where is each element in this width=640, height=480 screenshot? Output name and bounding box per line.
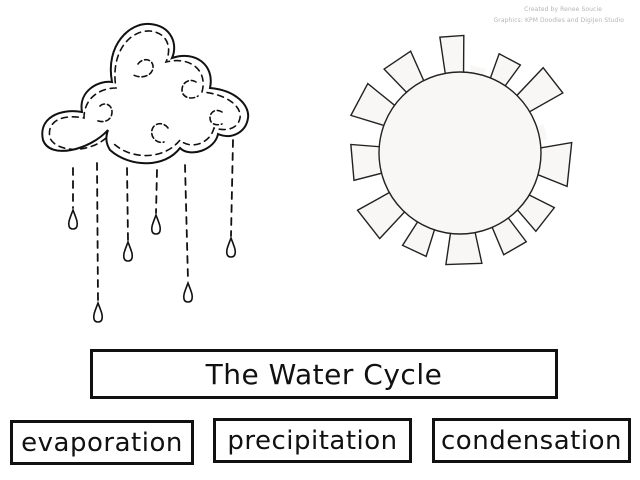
rain-cloud-icon xyxy=(41,22,250,323)
word-card-condensation[interactable]: condensation xyxy=(432,418,631,463)
word-card-label: condensation xyxy=(441,425,622,456)
illustrations xyxy=(41,22,573,323)
cloud-swirls xyxy=(95,58,223,144)
sun-icon xyxy=(349,34,573,266)
title-card: The Water Cycle xyxy=(90,349,558,399)
raindrop-tips xyxy=(67,207,237,323)
sun-disc xyxy=(378,71,542,235)
word-card-label: precipitation xyxy=(227,425,398,456)
page-title: The Water Cycle xyxy=(205,357,443,391)
credit-author: Created by Renee Soucie xyxy=(524,6,602,13)
cloud-outline xyxy=(41,22,250,165)
word-card-label: evaporation xyxy=(21,427,183,458)
credit-graphics: Graphics: KPM Doodles and DigiJen Studio xyxy=(493,17,624,24)
raindrops xyxy=(72,139,234,301)
word-card-precipitation[interactable]: precipitation xyxy=(213,418,412,463)
cloud-stitching xyxy=(48,30,241,157)
word-card-evaporation[interactable]: evaporation xyxy=(10,420,194,465)
